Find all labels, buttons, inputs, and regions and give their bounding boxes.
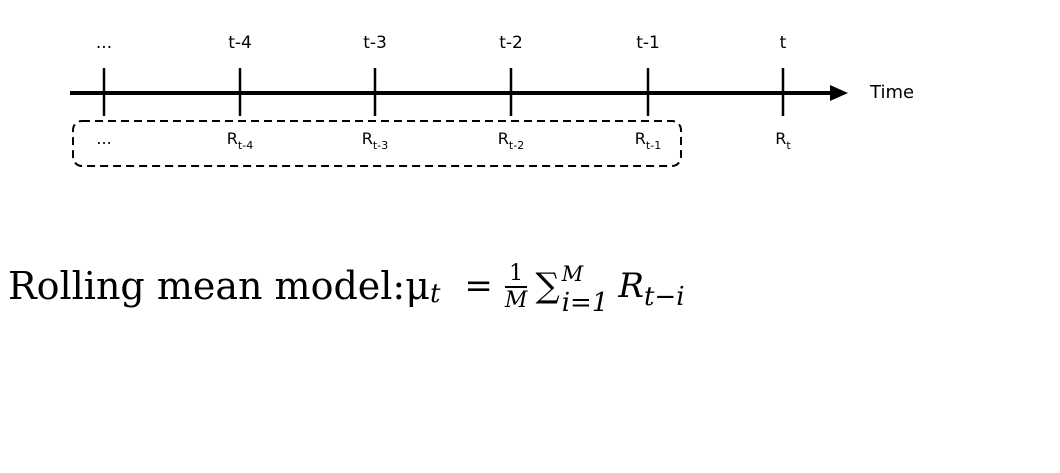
time-label-1: ...	[95, 33, 113, 53]
time-label-2: t-4	[228, 33, 252, 53]
time-label-6: t	[779, 33, 787, 53]
summation-sigma: ∑	[535, 266, 560, 306]
return-label-3: Rt-3	[361, 129, 389, 152]
fraction-denominator: M	[504, 287, 528, 313]
timeline-ticks	[102, 68, 785, 116]
formula-summation: ∑ M i=1	[535, 259, 608, 317]
fraction-bar	[505, 286, 528, 288]
return-label-subscript: t-4	[237, 139, 254, 152]
return-label-4: Rt-2	[497, 129, 525, 152]
summand-base: R	[618, 266, 644, 306]
time-label-3: t-3	[363, 33, 387, 53]
fraction-numerator: 1	[509, 261, 524, 287]
formula-prefix-text: Rolling mean model:	[8, 264, 406, 308]
timeline-graphic	[70, 68, 848, 167]
return-label-base: R	[775, 129, 787, 148]
return-label-6: Rt	[775, 129, 791, 152]
summation-lower-limit: i=1	[561, 288, 609, 318]
time-label-5: t-1	[636, 33, 660, 53]
return-label-subscript: t-2	[508, 139, 525, 152]
return-label-base: R	[634, 129, 646, 148]
formula-mu-subscript: t	[429, 279, 441, 309]
time-label-4: t-2	[499, 33, 523, 53]
formula-mu-symbol: μ	[405, 264, 430, 308]
return-label-base: ...	[96, 129, 112, 148]
time-axis-arrowhead	[830, 85, 848, 101]
formula-fraction: 1 M	[505, 262, 528, 314]
return-label-subscript: t	[786, 139, 791, 152]
time-axis-label: Time	[870, 82, 915, 103]
return-label-base: R	[226, 129, 238, 148]
rolling-window-box	[72, 120, 682, 167]
summation-limits: M i=1	[562, 263, 609, 317]
return-label-5: Rt-1	[634, 129, 662, 152]
rolling-mean-formula: Rolling mean model: μ t = 1 M ∑ M i=1 R …	[8, 246, 685, 326]
return-label-1: ...	[96, 129, 111, 149]
return-label-2: Rt-4	[226, 129, 254, 152]
return-label-base: R	[497, 129, 509, 148]
summation-upper-limit: M	[561, 262, 584, 286]
formula-equals-sign: =	[464, 266, 493, 306]
return-label-subscript: t-3	[372, 139, 389, 152]
return-label-base: R	[361, 129, 373, 148]
return-label-subscript: t-1	[645, 139, 662, 152]
formula-summand: R t−i	[618, 266, 684, 312]
summand-subscript: t−i	[643, 282, 685, 312]
